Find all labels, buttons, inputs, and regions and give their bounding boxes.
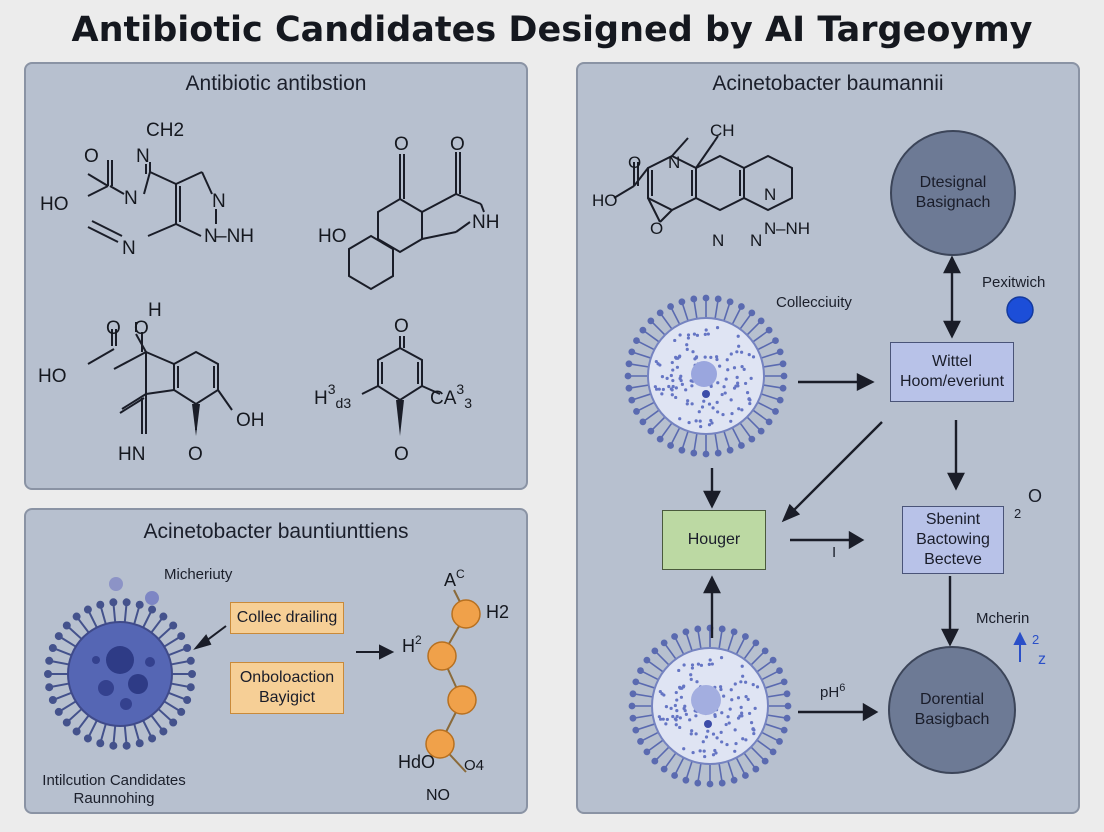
molecule-1 xyxy=(87,160,217,243)
collec-drailing-box: Collec drailing xyxy=(230,602,344,634)
panel-acinetobacter-right: Acinetobacter baumannii CH N O HO N N O … xyxy=(576,62,1080,814)
m3-o1: O xyxy=(106,318,121,339)
rm-o: O xyxy=(628,153,641,172)
panel-title: Acinetobacter baumannii xyxy=(712,72,944,95)
chain-ac: AC xyxy=(444,567,465,590)
rm-n5: N xyxy=(750,231,762,250)
caption-line-1: Intilcution Candidates xyxy=(42,772,186,789)
cell-bottom xyxy=(628,624,792,788)
micheriuty-label: Micheriuty xyxy=(164,566,233,583)
m4-h3: H3d3 xyxy=(314,381,351,411)
cell-top xyxy=(624,294,788,458)
m2-o1: O xyxy=(394,134,409,155)
sbenint-label: Sbenint xyxy=(925,511,981,528)
chain-o4: O4 xyxy=(464,757,484,774)
molecule-chain xyxy=(425,589,481,773)
onboloaction-box: Onboloaction Bayigict xyxy=(230,662,344,714)
rm-n2: N xyxy=(764,185,776,204)
panel-acinetobacter-left: Acinetobacter bauntiunttiens Micheriuty xyxy=(24,508,528,814)
basigbach-label: Basigbach xyxy=(914,711,990,728)
m3-o2: O xyxy=(134,318,149,339)
bacterium-chain-drawing: AC H2 H2 HdO O4 NO xyxy=(44,567,509,804)
sup-2: 2 xyxy=(1014,506,1022,521)
m1-n-ring: N xyxy=(212,191,226,212)
sup-o: O xyxy=(1028,486,1043,506)
m3-ho: HO xyxy=(38,366,67,387)
rm-ho: HO xyxy=(592,191,618,210)
dtesignal-label: Dtesignal xyxy=(919,174,987,191)
panel-title: Antibiotic antibstion xyxy=(185,72,367,95)
bacterium-cell xyxy=(44,598,196,750)
m3-o-bottom: O xyxy=(188,444,203,465)
m4-ca: CA33 xyxy=(430,381,472,411)
m1-n-bottom: N xyxy=(122,238,136,259)
m4-o-top: O xyxy=(394,316,409,337)
rm-ch: CH xyxy=(710,121,735,140)
m1-n-top: N xyxy=(136,146,150,167)
bactowing-label: Bactowing xyxy=(916,531,990,548)
rm-o-ring: O xyxy=(650,219,663,238)
sbenint-box: Sbenint Bactowing Becteve xyxy=(902,506,1004,574)
caption-line-2: Raunnohing xyxy=(73,790,155,807)
right-molecule xyxy=(613,135,793,223)
panel-title: Acinetobacter bauntiunttiens xyxy=(143,520,409,543)
right-diagram-drawing: CH N O HO N N O N N –NH xyxy=(592,121,1046,788)
collec-drailing-label: Collec drailing xyxy=(236,609,338,626)
m1-n-mid: N xyxy=(124,188,138,209)
rm-n3: N xyxy=(764,219,776,238)
chain-h2-right: H2 xyxy=(486,602,509,622)
molecule-3 xyxy=(87,322,233,434)
m4-o-bottom: O xyxy=(394,444,409,465)
chain-hdo: HdO xyxy=(398,752,435,772)
m2-nh: NH xyxy=(472,212,499,233)
m1-n-right: N xyxy=(204,226,218,247)
molecule-2 xyxy=(348,152,485,291)
m1-ch2: CH2 xyxy=(146,120,184,141)
rm-nh: –NH xyxy=(776,219,810,238)
houger-box: Houger xyxy=(662,510,766,570)
m3-hn: HN xyxy=(118,444,145,465)
molecule-4 xyxy=(361,336,441,402)
bayigict-label: Bayigict xyxy=(258,689,316,706)
hoom-label: Hoom/everiunt xyxy=(899,373,1005,390)
panel-antibiotic-structures: Antibiotic antibstion xyxy=(24,62,528,490)
ph-text: pH xyxy=(820,684,840,701)
wittel-label: Wittel xyxy=(932,353,972,370)
m2-ho: HO xyxy=(318,226,347,247)
onboloaction-label: Onboloaction xyxy=(239,669,335,686)
flow-arrows xyxy=(703,255,965,722)
m3-oh: OH xyxy=(236,410,265,431)
wittel-box: Wittel Hoom/everiunt xyxy=(890,342,1014,402)
rm-n1: N xyxy=(668,153,680,172)
dorential-node: Dorential Basigbach xyxy=(888,646,1016,774)
dorential-label: Dorential xyxy=(919,691,985,708)
z-label: z xyxy=(1038,651,1046,668)
mcherin-label: Mcherin xyxy=(976,610,1030,627)
pexitwich-label: Pexitwich xyxy=(982,274,1046,291)
basignach-label: Basignach xyxy=(915,194,991,211)
dtesignal-node: Dtesignal Basignach xyxy=(890,130,1016,256)
m1-o: O xyxy=(84,146,99,167)
molecule-drawings: CH2 O N HO N N N N –NH O O NH HO H O O H… xyxy=(38,120,499,465)
becteve-label: Becteve xyxy=(924,551,982,568)
i-label: I xyxy=(832,544,837,561)
up-2: 2 xyxy=(1032,632,1039,647)
m1-nh: –NH xyxy=(216,226,254,247)
caption: Intilcution Candidates Raunnohing xyxy=(34,772,194,808)
houger-label: Houger xyxy=(687,531,741,548)
chain-no: NO xyxy=(426,787,450,804)
m1-ho: HO xyxy=(40,194,69,215)
m2-o2: O xyxy=(450,134,465,155)
ph6-label: pH6 xyxy=(820,682,845,701)
collecciuity-label: Collecciuity xyxy=(776,294,852,311)
m3-h: H xyxy=(148,300,162,321)
page-title: Antibiotic Candidates Designed by AI Tar… xyxy=(71,10,1033,50)
rm-n4: N xyxy=(712,231,724,250)
ph-sup: 6 xyxy=(839,682,846,694)
chain-h2-left: H2 xyxy=(402,633,422,656)
